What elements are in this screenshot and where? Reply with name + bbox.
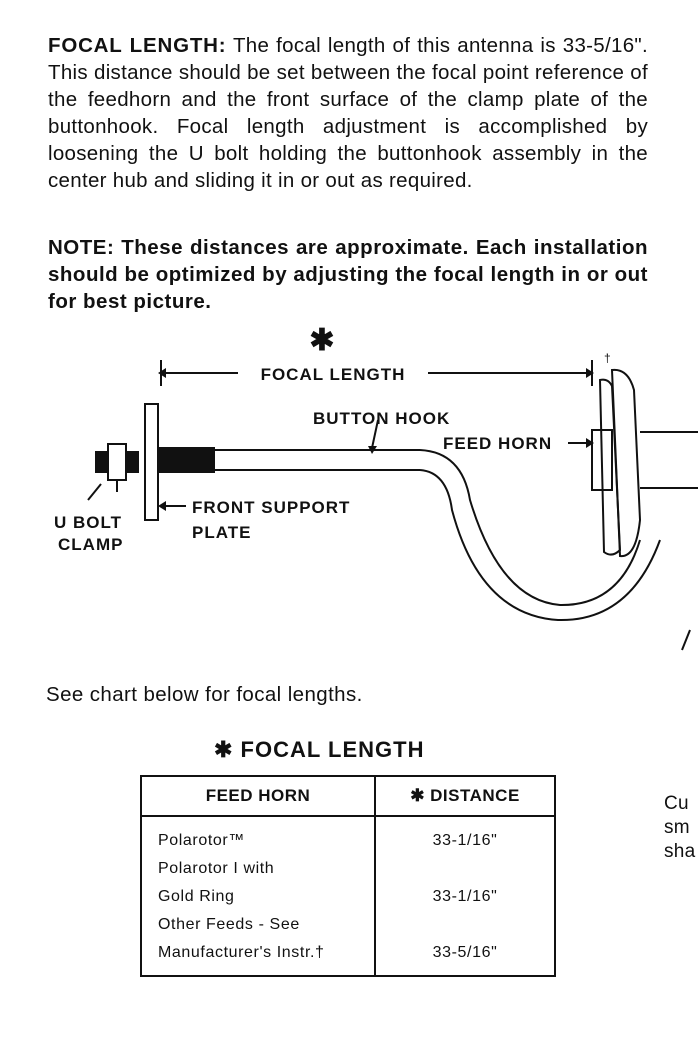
- table-body-row: Polarotor™ Polarotor I with Gold Ring Ot…: [141, 816, 555, 976]
- table-title: ✱ FOCAL LENGTH: [214, 737, 425, 762]
- asterisk-mark: ✱: [309, 324, 334, 357]
- focal-length-paragraph: FOCAL LENGTH: The focal length of this a…: [48, 32, 648, 194]
- feed-line: Manufacturer's Instr.†: [158, 944, 325, 961]
- feed-horn-body: [591, 429, 613, 491]
- button-hook-outer: [419, 449, 641, 607]
- paragraph-heading: FOCAL LENGTH:: [48, 34, 227, 57]
- feed-line: Gold Ring: [158, 888, 235, 905]
- feed-line: Other Feeds - See: [158, 916, 300, 933]
- feed-horn-cell: Polarotor™ Polarotor I with Gold Ring Ot…: [141, 816, 375, 976]
- feed-horn-label: FEED HORN: [443, 434, 552, 453]
- cutoff-text: Cu sm sha: [664, 792, 696, 864]
- dimension-right-arrow: [586, 368, 594, 378]
- focal-length-table: FEED HORN ✱ DISTANCE Polarotor™ Polaroto…: [140, 775, 556, 977]
- u-bolt-label-2: CLAMP: [58, 535, 123, 554]
- dagger-mark: †: [604, 351, 611, 365]
- feed-line: Polarotor™: [158, 832, 245, 849]
- hook-tube-sleeve: [157, 447, 215, 473]
- paragraph-text: The focal length of this antenna is 33-5…: [48, 34, 648, 192]
- front-support-label-1: FRONT SUPPORT: [192, 498, 350, 517]
- focal-length-diagram: ✱ FOCAL LENGTH † BUTTON HOOK FEED HORN F…: [54, 324, 698, 651]
- front-support-arrowhead: [158, 501, 166, 511]
- feed-line: Polarotor I with: [158, 860, 275, 877]
- distance-line: 33-1/16": [432, 888, 498, 905]
- see-chart-text: See chart below for focal lengths.: [46, 683, 363, 706]
- button-hook-arrowhead: [368, 446, 377, 454]
- u-bolt-leader: [87, 483, 102, 501]
- feed-horn-flange: [610, 368, 642, 558]
- button-hook-leader: [371, 419, 379, 449]
- front-support-plate: [144, 403, 159, 521]
- note-paragraph: NOTE: These distances are approximate. E…: [48, 236, 648, 313]
- distance-line: 33-5/16": [432, 944, 498, 961]
- button-hook-label: BUTTON HOOK: [313, 409, 450, 428]
- dimension-left-arrow: [158, 368, 166, 378]
- cutoff-line: sm: [664, 817, 690, 838]
- cutoff-stroke: [681, 629, 691, 651]
- distance-line: 33-1/16": [432, 832, 498, 849]
- table-header-row: FEED HORN ✱ DISTANCE: [140, 775, 556, 817]
- cutoff-line: Cu: [664, 793, 689, 814]
- distance-cell: 33-1/16" 33-1/16" 33-5/16": [374, 816, 555, 976]
- u-bolt-label-1: U BOLT: [54, 513, 122, 532]
- header-feed-horn: FEED HORN: [140, 775, 376, 817]
- u-bolt-clamp-collar: [107, 443, 127, 481]
- distance-line: [376, 855, 554, 883]
- header-distance: ✱ DISTANCE: [374, 775, 556, 817]
- distance-line: [376, 911, 554, 939]
- button-hook-inner: [419, 469, 661, 622]
- feed-horn-arrowhead: [586, 438, 594, 448]
- front-support-label-2: PLATE: [192, 523, 251, 542]
- dimension-label: FOCAL LENGTH: [261, 365, 406, 384]
- feed-horn-rim: [598, 378, 622, 556]
- cutoff-line: sha: [664, 841, 696, 862]
